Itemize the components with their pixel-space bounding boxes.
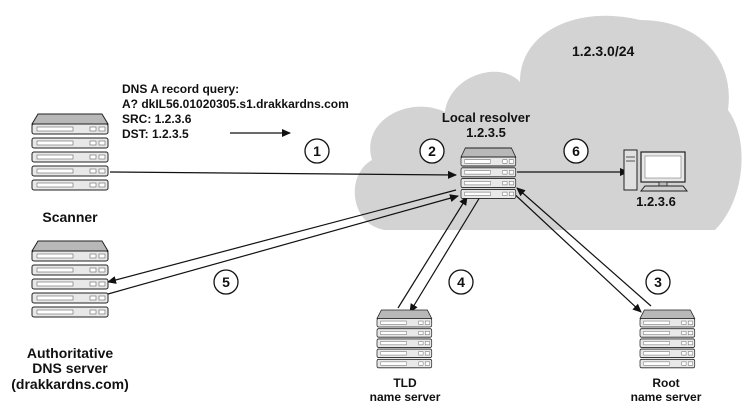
client-ip: 1.2.3.6: [636, 194, 676, 209]
arrow-step-1: [109, 170, 457, 179]
arrow-resolver-to-tld: [409, 196, 481, 313]
query-line-1: DNS A record query:: [122, 82, 239, 96]
arrow-resolver-to-auth: [107, 189, 457, 284]
network-cloud: [354, 15, 742, 231]
arrow-resolver-to-root: [509, 189, 642, 313]
step-3-number: 3: [654, 274, 662, 290]
tld-label-1: TLD: [393, 376, 417, 390]
step-6-number: 6: [572, 143, 580, 159]
root-label-2: name server: [631, 390, 702, 404]
step-5: 5: [213, 269, 239, 295]
query-line-2: A? dkIL56.01020305.s1.drakkardns.com: [122, 97, 349, 111]
query-text: DNS A record query: A? dkIL56.01020305.s…: [122, 82, 349, 141]
arrow-tld-to-resolver: [397, 196, 468, 309]
step-6: 6: [563, 138, 589, 164]
step-3: 3: [645, 269, 671, 295]
resolver-ip: 1.2.3.5: [466, 125, 506, 140]
step-5-number: 5: [222, 274, 230, 290]
scanner-label: Scanner: [42, 209, 98, 225]
local-resolver-server-icon: [460, 147, 517, 199]
step-2: 2: [419, 138, 445, 164]
arrow-root-to-resolver: [516, 187, 652, 307]
flow-arrows: [107, 168, 652, 313]
desktop-computer-icon: [623, 149, 689, 192]
root-server-icon: [639, 309, 696, 369]
step-4-number: 4: [457, 274, 465, 290]
step-1-number: 1: [313, 143, 321, 159]
step-2-number: 2: [428, 143, 436, 159]
authoritative-label-1: Authoritative: [27, 345, 114, 361]
authoritative-server-icon: [31, 240, 109, 318]
query-line-3: SRC: 1.2.3.6: [122, 112, 192, 126]
arrow-auth-to-resolver: [107, 194, 459, 295]
subnet-label: 1.2.3.0/24: [572, 43, 634, 59]
step-1: 1: [304, 138, 330, 164]
root-label-1: Root: [652, 376, 679, 390]
scanner-server-icon: [31, 113, 109, 191]
tld-server-icon: [376, 309, 433, 369]
resolver-label: Local resolver: [442, 110, 530, 125]
step-4: 4: [448, 269, 474, 295]
query-line-4: DST: 1.2.3.5: [122, 127, 189, 141]
authoritative-label-3: (drakkardns.com): [11, 376, 128, 392]
tld-label-2: name server: [370, 390, 441, 404]
authoritative-label-2: DNS server: [32, 360, 108, 376]
